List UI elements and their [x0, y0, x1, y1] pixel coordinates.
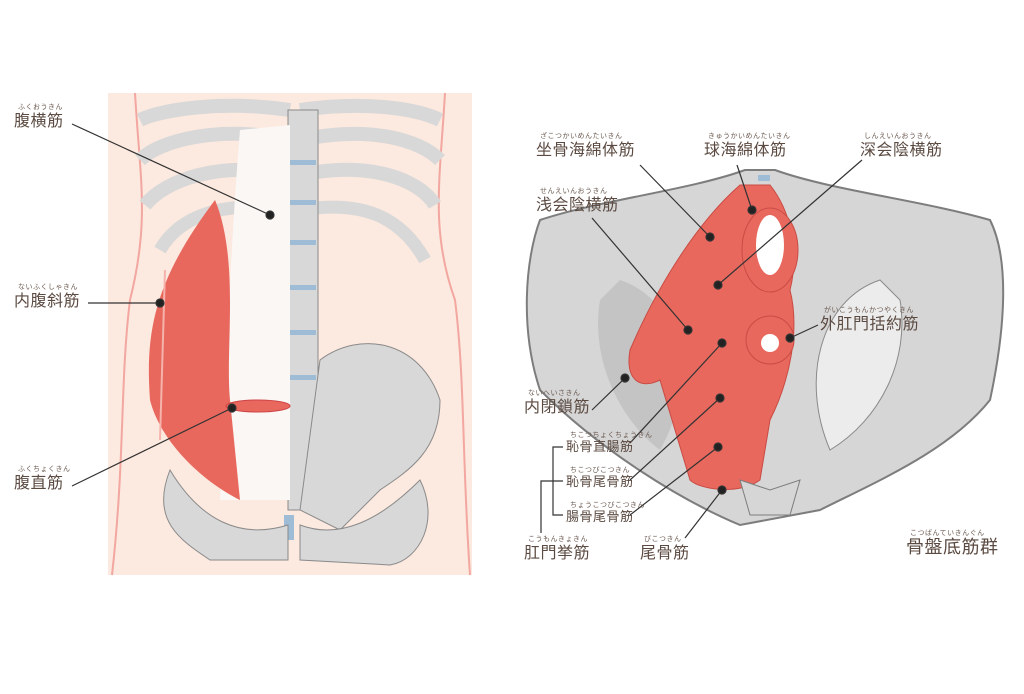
title-ruby: こつばんていきんぐん [910, 529, 985, 537]
label-levator-ani: こうもんきょきん 肛門挙筋 [524, 536, 590, 561]
pelvic-floor-title: こつばんていきんぐん 骨盤底筋群 [906, 530, 999, 557]
pelvis-illustration [525, 159, 1005, 539]
label-text: 腸骨尾骨筋 [566, 510, 634, 525]
label-text: 深会陰横筋 [860, 140, 943, 159]
label-superficial-transverse-perineal: せんえいんおうきん 浅会陰横筋 [536, 188, 619, 213]
label-ruby: ふくおうきん [18, 103, 63, 111]
label-text: 腹直筋 [14, 473, 64, 492]
label-ruby: ちこつびこつきん [570, 466, 630, 474]
label-text: 恥骨尾骨筋 [566, 475, 634, 490]
label-transversus-abdominis: ふくおうきん 腹横筋 [14, 104, 64, 129]
label-coccygeus: びこつきん 尾骨筋 [640, 536, 690, 561]
label-rectus-abdominis: ふくちょくきん 腹直筋 [14, 466, 71, 491]
label-ruby: ないふくしゃきん [18, 283, 78, 291]
label-ruby: ざこつかいめんたいきん [540, 132, 623, 140]
label-text: 肛門挙筋 [524, 543, 591, 562]
label-obturator-internus: ないへいさきん 内閉鎖筋 [524, 390, 590, 415]
label-deep-transverse-perineal: しんえいんおうきん 深会陰横筋 [860, 133, 943, 158]
label-text: 腹横筋 [14, 111, 64, 130]
label-text: 内閉鎖筋 [524, 397, 591, 416]
label-text: 球海綿体筋 [704, 140, 787, 159]
label-text: 内腹斜筋 [14, 291, 81, 310]
title-text: 骨盤底筋群 [906, 537, 999, 558]
torso-illustration [71, 92, 472, 576]
label-text: 浅会陰横筋 [536, 195, 619, 214]
label-internal-oblique: ないふくしゃきん 内腹斜筋 [14, 284, 80, 309]
label-ruby: ちこつちょくちょうきん [570, 431, 653, 439]
label-ruby: がいこうもんかつやくきん [824, 306, 914, 314]
label-ruby: ちょうこつびこつきん [570, 501, 645, 509]
label-ruby: ないへいさきん [528, 389, 581, 397]
label-puborectalis: ちこつちょくちょうきん 恥骨直腸筋 [566, 431, 653, 455]
label-bulbospongiosus: きゅうかいめんたいきん 球海綿体筋 [704, 133, 791, 158]
label-text: 坐骨海綿体筋 [536, 140, 636, 159]
label-external-anal-sphincter: がいこうもんかつやくきん 外肛門括約筋 [820, 307, 919, 332]
label-text: 外肛門括約筋 [820, 314, 920, 333]
label-ruby: びこつきん [644, 535, 682, 543]
label-ruby: せんえいんおうきん [540, 187, 608, 195]
label-text: 尾骨筋 [640, 543, 690, 562]
label-text: 恥骨直腸筋 [566, 440, 634, 455]
label-ruby: ふくちょくきん [18, 465, 71, 473]
label-iliococcygeus: ちょうこつびこつきん 腸骨尾骨筋 [566, 501, 645, 525]
label-ruby: しんえいんおうきん [864, 132, 932, 140]
label-pubococcygeus: ちこつびこつきん 恥骨尾骨筋 [566, 466, 634, 490]
label-ischiocavernosus: ざこつかいめんたいきん 坐骨海綿体筋 [536, 133, 635, 158]
label-ruby: こうもんきょきん [528, 535, 588, 543]
label-ruby: きゅうかいめんたいきん [708, 132, 791, 140]
